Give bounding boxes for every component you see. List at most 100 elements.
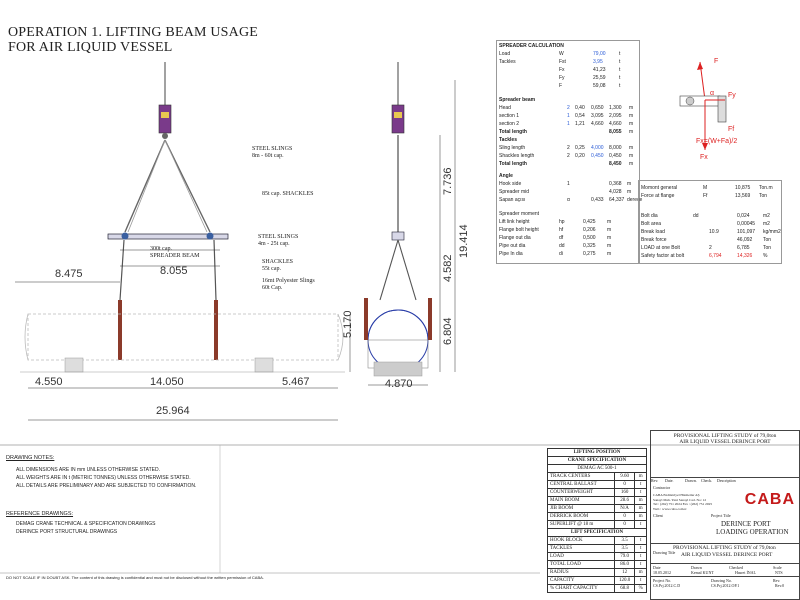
angle-row-u: m — [627, 181, 632, 187]
tackles-row-label: Shackles length — [499, 153, 535, 159]
callout-steel-slings-2: STEEL SLINGS — [258, 234, 299, 240]
tb-drawn: Kemal KUNT — [691, 570, 714, 575]
moment-row-value: 0,275 — [583, 251, 596, 257]
dim-beam: 8.055 — [160, 265, 188, 277]
momont-row-unit: Ton.m — [759, 185, 773, 191]
crane-spec-row-label: MAIN BOOM — [547, 496, 615, 505]
tb-company: CABA Endüstriyel Hizmetler AŞ — [653, 493, 700, 497]
tackles-row-n: 2 — [567, 153, 570, 159]
calc-row-sym: W — [559, 51, 564, 57]
calc-row-sym: Fy — [559, 75, 565, 81]
calc-row-value: 59,08 — [593, 83, 606, 89]
calc-row-sym: F — [559, 83, 563, 89]
crane-spec-row-v: 0 — [613, 480, 636, 489]
momont-row-value: 10,875 — [735, 185, 751, 191]
ref-item: DERINCE PORT STRUCTURAL DRAWINGS — [16, 529, 118, 535]
tb-drawing-title1: PROVISIONAL LIFTING STUDY of 79,0ton — [673, 545, 776, 551]
lift-spec-row-label: TOTAL LOAD — [547, 560, 615, 569]
bolt-row-n: 2 — [709, 245, 712, 251]
tb-study2: AIR LIQUID VESSEL DERINCE PORT — [679, 439, 771, 445]
callout-steel-slings-1: STEEL SLINGS — [252, 146, 293, 152]
dim-4550: 4.550 — [35, 376, 63, 388]
tackles-row-c: 8,000 — [609, 145, 622, 151]
tb-date: 18.05.2012 — [653, 570, 671, 575]
angle-row-label: Sapan açısı — [499, 197, 526, 203]
tb-drawing-title2: AIR LIQUID VESSEL DERINCE PORT — [681, 552, 773, 558]
beam-row-c: 2,095 — [609, 113, 622, 119]
force-label-a: α — [710, 90, 715, 97]
tb-client: Client — [653, 513, 663, 518]
tackles-row-label: Sling length — [499, 145, 526, 151]
tb-rev: Rev.0 — [775, 583, 785, 588]
spreader-beam — [107, 233, 229, 240]
crane-spec-row-v: 9.60 — [613, 472, 636, 481]
crane-spec-row-label: TRACK CENTERS — [547, 472, 615, 481]
spec-heading: LIFT SPECIFICATION — [547, 528, 647, 537]
calc-row-value: 79,00 — [593, 51, 606, 57]
bolt-row-label: LOAD at one Bolt — [641, 245, 680, 251]
lift-spec-row-v: 79.0 — [613, 552, 636, 561]
calc-row-unit: t — [619, 83, 621, 89]
bolt-row-value: 46,092 — [737, 237, 753, 243]
tb-study1: PROVISIONAL LIFTING STUDY of 79,0ton — [673, 433, 777, 439]
moment-row-value: 0,206 — [583, 227, 596, 233]
lift-spec-row-v: 3.5 — [613, 544, 636, 553]
tb-address1: Sanayi Mah. Yeni Sanayi Cad. No: 12 — [653, 497, 707, 502]
tackles-total: 8,450 — [609, 161, 622, 167]
moment-row-value: 0,325 — [583, 243, 596, 249]
tb-rev-label: Rev. — [773, 578, 781, 583]
calc-row-value: 41,23 — [593, 67, 606, 73]
moment-row-sym: hp — [559, 219, 565, 225]
lift-spec-row-u: t — [634, 544, 647, 553]
beam-total-label: Total length — [499, 129, 527, 135]
crane-spec-row-u: m — [634, 472, 647, 481]
bolt-row-n: 10.9 — [709, 229, 719, 235]
tb-project-title-label: Project Title — [711, 513, 731, 518]
dim-side-7736: 7.736 — [442, 167, 454, 195]
angle-row-label: Hook side — [499, 181, 522, 187]
callout-shackles-85: 85t cap. SHACKLES — [262, 191, 314, 197]
calc-row-unit: t — [619, 51, 621, 57]
bolt-row-unit: Ton — [763, 245, 772, 251]
bolt-row-value: 6,785 — [737, 245, 750, 251]
dim-side-6804: 6.804 — [442, 317, 454, 345]
rev-col: Rev. — [651, 478, 659, 483]
momont-row-unit: Ton — [759, 193, 768, 199]
tb-checked-label: Checked — [729, 565, 743, 570]
force-diagram — [679, 61, 727, 150]
beam-row-b: 0,650 — [591, 105, 604, 111]
note-item: ALL DETAILS ARE PRELIMINARY AND ARE SUBJ… — [16, 483, 197, 489]
momont-row-sym: M — [703, 185, 708, 191]
bolt-row-label: Bolt area — [641, 221, 662, 227]
tackles-row-u: m — [629, 153, 634, 159]
tb-date-label: Date — [653, 565, 661, 570]
drawing-title-line2: FOR AIR LIQUID VESSEL — [8, 40, 173, 55]
tb-address2: Tel : (262) 751 2024 Fax : (262) 751 202… — [653, 502, 713, 506]
bolt-row-unit: m2 — [763, 213, 770, 219]
moment-row-label: Flange out dia — [499, 235, 531, 241]
beam-row-a: 0,54 — [575, 113, 585, 119]
callout-steel-slings-2-sub: 4m - 25t cap. — [258, 241, 290, 247]
crane-spec-row-label: CENTRAL BALLAST — [547, 480, 615, 489]
tackles-row-b: 0,450 — [591, 153, 604, 159]
lift-spec-row-v: 3.5 — [613, 536, 636, 545]
lifting-table: LIFTING POSITION CRANE SPECIFICATION DEM… — [547, 448, 647, 593]
lifting-heading2: CRANE SPECIFICATION — [547, 456, 647, 465]
crane-spec-row-u: m — [634, 504, 647, 513]
crane-hook-side — [391, 62, 405, 134]
beam-heading: Spreader beam — [499, 97, 536, 103]
tb-web: Web : www.caba.com.tr — [653, 506, 687, 511]
dim-overhang: 8.475 — [55, 268, 83, 280]
beam-row-n: 2 — [567, 105, 570, 111]
lift-spec-row-u: t — [634, 536, 647, 545]
crane-hook-front — [158, 62, 172, 139]
bolt-row-unit: Ton — [763, 237, 772, 243]
callout-polyester-sub: 60t Cap. — [262, 285, 283, 291]
calc-row-unit: t — [619, 67, 621, 73]
